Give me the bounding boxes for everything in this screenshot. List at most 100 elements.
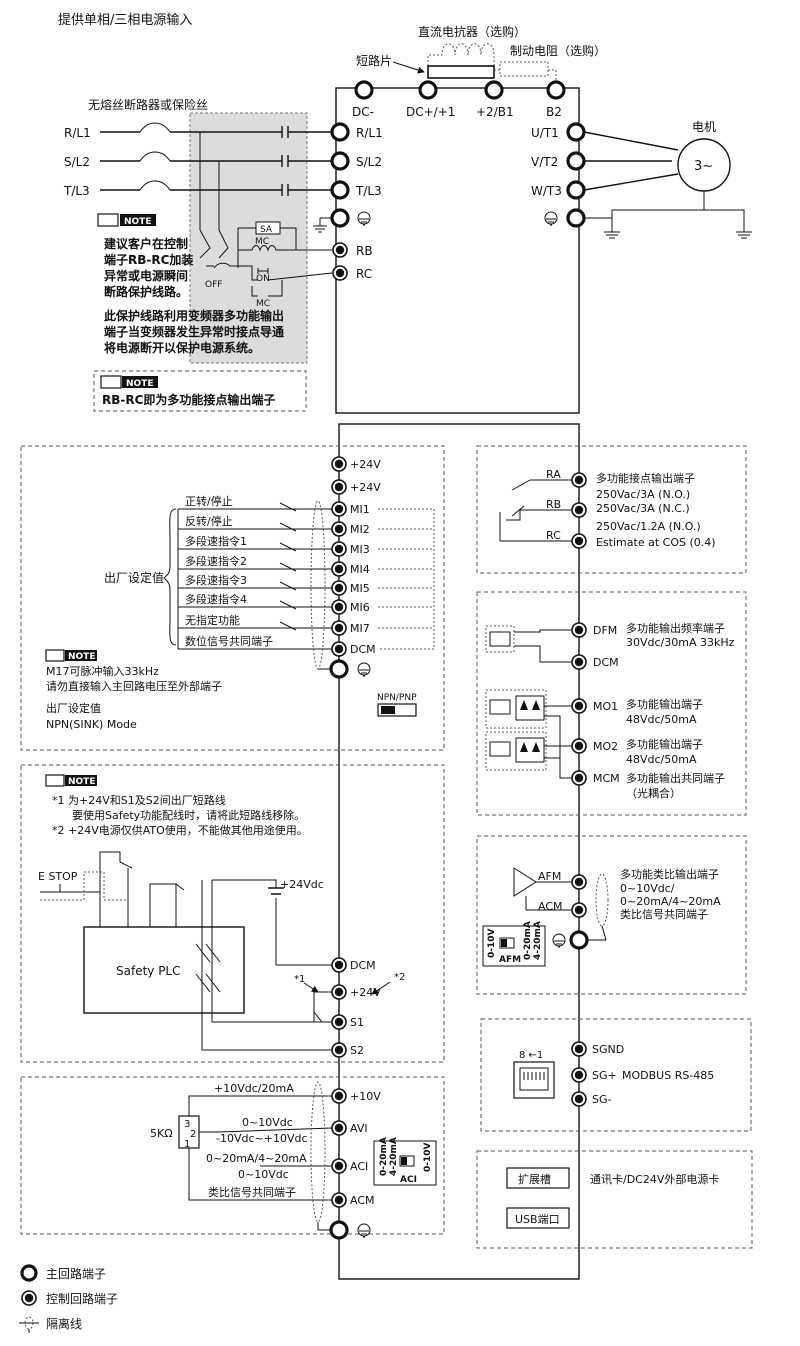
note1-line-4: 断路保护线路。 (104, 284, 188, 299)
on-label: ON (256, 274, 270, 284)
avi-range-1: 0~10Vdc (242, 1116, 293, 1129)
legend: 主回路端子 控制回路端子 隔离线 (19, 1264, 118, 1333)
note-badge-4-text: NOTE (68, 777, 95, 787)
label-s1: S1 (350, 1016, 364, 1029)
terminal-ground-output[interactable] (566, 208, 586, 228)
terminal-dc-plus[interactable] (418, 80, 438, 100)
terminal-dcm-safety-dot (334, 960, 344, 970)
note3-line-2: 请勿直接输入主回路电压至外部端子 (46, 679, 222, 693)
rj45-pins: 8 ←1 (519, 1050, 543, 1061)
terminal-b2[interactable] (546, 80, 566, 100)
label-rc-main: RC (356, 267, 372, 281)
terminal-dc-minus[interactable] (354, 80, 374, 100)
terminal-r-l1[interactable] (330, 122, 350, 142)
afm-switch-right-2: 4-20mA (533, 921, 543, 960)
terminal-v-t2[interactable] (566, 151, 586, 171)
aci-switch-left-2: 4-20mA (389, 1137, 399, 1176)
terminal-u-t1[interactable] (566, 122, 586, 142)
di-function-8: 数位信号共同端子 (185, 634, 273, 648)
note1-line-3: 异常或电源瞬间 (104, 268, 188, 283)
output-terminals: U/T1 V/T2 W/T3 3~ 电机 (531, 120, 752, 239)
aci-switch[interactable]: 0-20mA 4-20mA 0-10V ACI (373, 1137, 437, 1186)
label-r-l1: R/L1 (356, 126, 383, 140)
label-mi3: MI3 (350, 543, 370, 556)
terminal-b1[interactable] (484, 80, 504, 100)
label-mo1: MO1 (593, 700, 618, 713)
afm-switch[interactable]: 0-10V 0-20mA 4-20mA AFM (482, 921, 546, 967)
legend-main: 主回路端子 (46, 1266, 106, 1281)
terminal-10v-dot (334, 1091, 344, 1101)
terminal-mi6-dot (334, 602, 344, 612)
usb-port[interactable] (506, 1207, 570, 1229)
label-aci: ACI (350, 1160, 368, 1173)
label-rc: RC (546, 529, 561, 542)
label-mi5: MI5 (350, 582, 370, 595)
terminal-ground-input[interactable] (330, 208, 350, 228)
motor-symbol: 3~ (694, 159, 713, 174)
label-b1: +2/B1 (476, 105, 514, 119)
terminal-s-l2[interactable] (330, 151, 350, 171)
label-w-t3: W/T3 (531, 184, 562, 198)
short-bar-label: 短路片 (356, 53, 392, 68)
input-r: R/L1 (64, 126, 91, 140)
relay-rating-2: 250Vac/3A (N.C.) (596, 502, 690, 515)
dfm-title: 多功能输出频率端子 (626, 621, 725, 635)
note2-text: RB-RC即为多功能接点输出端子 (102, 392, 275, 407)
comm-port: 8 ←1 SGND SG+ SG- MODBUS RS-485 (513, 1041, 714, 1107)
multi-outputs: DFM DCM 多功能输出频率端子 30Vdc/30mA 33kHz MO1 多… (485, 621, 735, 800)
dc-reactor-label: 直流电抗器（选购） (418, 24, 526, 39)
terminal-ground-ao[interactable] (569, 930, 589, 950)
expansion-slot[interactable] (506, 1167, 570, 1189)
label-rb: RB (546, 498, 561, 511)
afm-switch-right-1: 0-20mA (523, 921, 533, 960)
legend-control: 控制回路端子 (46, 1291, 118, 1306)
multi-output-box (476, 591, 747, 816)
label-dc-minus: DC- (352, 105, 374, 119)
protection-area (189, 112, 308, 364)
terminal-mi3-dot (334, 544, 344, 554)
pot-pin-1: 1 (184, 1139, 190, 1150)
label-sg-plus: SG+ (592, 1069, 617, 1082)
terminal-ground-di[interactable] (329, 659, 349, 679)
label-mi6: MI6 (350, 601, 370, 614)
note1b-line-1: 此保护线路利用变频器多功能输出 (104, 308, 284, 323)
mc-label-1: MC (255, 237, 269, 247)
label-mi2: MI2 (350, 523, 370, 536)
mcm-title: 多功能输出共同端子 (626, 771, 725, 785)
terminal-t-l3[interactable] (330, 180, 350, 200)
safety-circuit: E STOP Safety PLC +24Vdc *1 *2 (38, 851, 405, 1051)
note1b-line-2: 端子当变频器发生异常时接点导通 (104, 324, 284, 339)
terminal-s2-dot (334, 1045, 344, 1055)
di-function-1: 正转/停止 (185, 494, 233, 508)
motor (677, 138, 731, 192)
relay-rating-1: 250Vac/3A (N.O.) (596, 488, 690, 501)
label-s2: S2 (350, 1044, 364, 1057)
digital-inputs: +24V+24VMI1MI2MI3MI4MI5MI6MI7DCM正转/停止反转/… (177, 456, 435, 679)
pot-pin-3: 3 (184, 1119, 190, 1130)
ao-line-4: 类比信号共同端子 (620, 907, 708, 921)
aci-switch-right: 0-10V (423, 1142, 433, 1172)
terminal-w-t3[interactable] (566, 180, 586, 200)
terminal-ground-ai[interactable] (329, 1220, 349, 1240)
relay-output-box (476, 445, 747, 574)
label-u-t1: U/T1 (531, 126, 559, 140)
dfm-optocoupler (485, 625, 515, 653)
label-mi7: MI7 (350, 622, 370, 635)
label-dc-plus: DC+/+1 (406, 105, 455, 119)
brake-resistor-label: 制动电阻（选购） (510, 43, 606, 58)
ground-icon-lines (359, 669, 369, 677)
note3-line-1: M17可脉冲输入33kHz (46, 664, 159, 678)
di-switch-7 (279, 621, 297, 631)
label-24v-a: +24V (350, 458, 381, 471)
mo2-title: 多功能输出端子 (626, 737, 703, 751)
mo1-title: 多功能输出端子 (626, 697, 703, 711)
supply-24vdc-label: +24Vdc (280, 878, 324, 891)
ao-line-2: 0~10Vdc/ (620, 882, 675, 895)
expansion-slot-label: 扩展槽 (518, 1172, 551, 1186)
di-shield (310, 500, 326, 670)
label-mo2: MO2 (593, 740, 618, 753)
note1b-line-3: 将电源断开以保护电源系统。 (104, 340, 260, 355)
afm-switch-name: AFM (499, 955, 521, 965)
